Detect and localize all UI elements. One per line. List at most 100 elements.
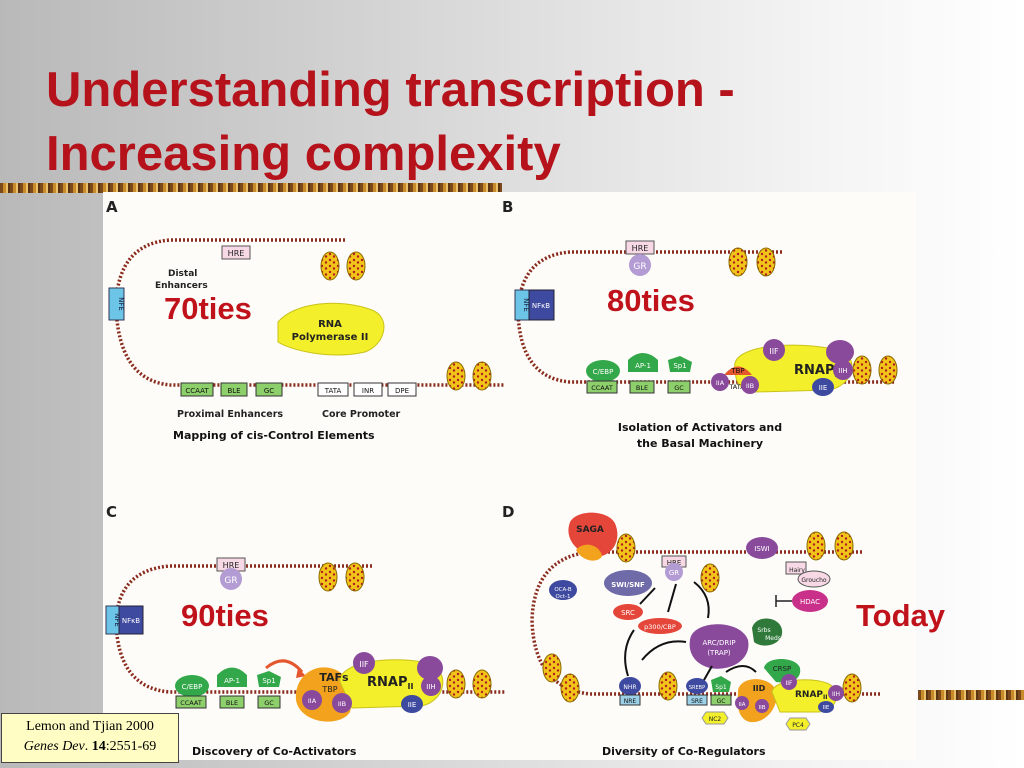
nhr-factor: NHR NRE: [619, 677, 641, 706]
panel-d-caption: Diversity of Co-Regulators: [602, 745, 766, 758]
panel-a: A HRE Distal Enhancers NFE RNA Polymeras…: [106, 198, 505, 442]
citation-source: Genes Dev. 14:2551-69: [2, 737, 178, 757]
svg-text:HDAC: HDAC: [800, 598, 820, 606]
svg-text:GC: GC: [264, 387, 274, 395]
panel-d-letter: D: [502, 503, 514, 521]
panel-c-letter: C: [106, 503, 117, 521]
title-line-2: Increasing complexity: [46, 127, 561, 181]
panel-c: C HRE GR NFE NFκB C/EBP AP-1 Sp1 CCAAT B…: [105, 503, 505, 758]
citation-authors: Lemon and Tjian 2000: [26, 719, 154, 734]
title-line-1: Understanding transcription -: [46, 63, 735, 117]
svg-text:Meds: Meds: [765, 635, 781, 642]
panel-a-caption: Mapping of cis-Control Elements: [173, 429, 375, 442]
panel-b: B HRE GR NFE NFκB C/EBP AP-1 Sp1 CCAAT B…: [502, 198, 898, 450]
nfe-box-a: [108, 287, 125, 321]
gc-box-c: GC: [257, 695, 281, 709]
iia-factor-b: IIA: [711, 373, 729, 391]
nucleosome-d5: [542, 653, 562, 683]
nucleosome-a4: [472, 361, 492, 391]
rna-pol-label-1: RNA: [318, 319, 342, 330]
svg-text:SRC: SRC: [621, 609, 635, 617]
gr-label-b: GR: [633, 262, 646, 272]
svg-text:NC2: NC2: [709, 716, 722, 723]
rna-polymerase-blob: [277, 302, 385, 356]
iib-factor-c: IIB: [332, 693, 352, 713]
citation-journal: Genes Dev: [23, 739, 85, 754]
svg-text:TATA: TATA: [324, 387, 342, 395]
svg-text:IIE: IIE: [408, 701, 417, 709]
srbs-meds-complex: Srbs Meds: [752, 618, 783, 646]
svg-text:GC: GC: [674, 384, 684, 392]
ccaat-box-b: CCAAT: [586, 380, 618, 394]
cis-element-dpe: DPE: [387, 382, 417, 397]
nfkb-label-c: NFκB: [122, 617, 140, 625]
hre-label-a: HRE: [228, 249, 245, 258]
nucleosome-b1: [728, 247, 748, 277]
iie-factor-d: IIE: [818, 701, 834, 713]
svg-text:CCAAT: CCAAT: [591, 384, 613, 392]
svg-text:IIE: IIE: [823, 705, 830, 711]
nucleosome-d3: [806, 531, 826, 561]
svg-text:NRE: NRE: [624, 698, 637, 705]
ap1-factor-b: AP-1: [628, 353, 658, 372]
cebp-factor-c: C/EBP: [175, 675, 209, 697]
rnap-label-d: RNAPII: [795, 690, 828, 701]
svg-text:IIH: IIH: [426, 683, 435, 691]
svg-text:AP-1: AP-1: [224, 677, 240, 685]
svg-text:CCAAT: CCAAT: [180, 699, 202, 707]
iih-factor-b: IIH: [833, 360, 853, 380]
era-label-70ties: 70ties: [164, 291, 252, 326]
svg-text:CCAAT: CCAAT: [185, 387, 209, 395]
ble-box-b: BLE: [629, 380, 655, 394]
citation-pages: :2551-69: [105, 739, 157, 754]
nucleosome-d4: [834, 531, 854, 561]
cis-element-ble: BLE: [220, 382, 248, 397]
iia-factor-c: IIA: [302, 690, 322, 710]
cis-element-tata: TATA: [317, 382, 349, 397]
svg-text:IIH: IIH: [832, 691, 840, 698]
nfe-label-a: NFE: [117, 297, 125, 311]
gr-factor-b: [629, 254, 651, 276]
panel-b-caption-1: Isolation of Activators and: [618, 421, 782, 434]
panel-b-caption-2: the Basal Machinery: [637, 437, 763, 450]
svg-text:ARC/DRIP: ARC/DRIP: [702, 639, 735, 647]
citation-volume: 14: [91, 739, 106, 754]
cis-element-gc: GC: [255, 382, 283, 397]
src-coactivator: SRC: [613, 604, 643, 620]
iib-factor-d: IIB: [755, 699, 769, 713]
cebp-factor-b: C/EBP: [586, 360, 620, 382]
hairy-groucho-complex: Hairy Groucho: [785, 561, 831, 588]
svg-text:Hairy: Hairy: [789, 567, 805, 574]
tbp-factor-b: TBP: [724, 366, 752, 375]
nucleosome-c4: [472, 669, 492, 699]
svg-text:GR: GR: [669, 569, 679, 577]
panel-d: D SAGA SWI/SNF HRE GR ISWI: [502, 503, 880, 758]
sp1-factor-b: Sp1: [668, 356, 692, 372]
svg-text:IIA: IIA: [716, 379, 725, 387]
era-label-90ties: 90ties: [181, 598, 269, 633]
nucleosome-d1: [616, 533, 636, 563]
iib-factor-b: IIB: [741, 376, 759, 394]
svg-text:NHR: NHR: [623, 684, 636, 691]
nfkb-box-c: [118, 605, 144, 635]
tata-label-b: TATA: [728, 383, 745, 391]
panel-c-caption: Discovery of Co-Activators: [192, 745, 357, 758]
tafs-label-c: TAFs: [319, 671, 349, 684]
srebp-sp1-factors: SREBP SRE Sp1 GC: [686, 676, 732, 706]
svg-text:IIA: IIA: [738, 702, 745, 708]
iia-factor-d: IIA: [735, 696, 749, 710]
svg-text:Groucho: Groucho: [801, 577, 827, 584]
coactivator-arrow-c: [265, 659, 304, 674]
svg-text:SRE: SRE: [691, 698, 703, 705]
basal-machinery-b: IIF TBP TATA IIA IIB RNAPII IIH IIE: [711, 339, 854, 396]
cis-element-inr: INR: [353, 382, 383, 397]
hre-label-b: HRE: [632, 244, 649, 253]
citation-box: Lemon and Tjian 2000 Genes Dev. 14:2551-…: [1, 713, 179, 763]
gc-box-b: GC: [667, 380, 691, 394]
era-label-80ties: 80ties: [607, 283, 695, 318]
proximal-enhancers-label: Proximal Enhancers: [177, 409, 283, 420]
p300-cbp-coactivator: p300/CBP: [638, 618, 682, 634]
svg-text:Sp1: Sp1: [715, 684, 727, 691]
slide-title: Understanding transcription - Increasing…: [46, 58, 1006, 186]
